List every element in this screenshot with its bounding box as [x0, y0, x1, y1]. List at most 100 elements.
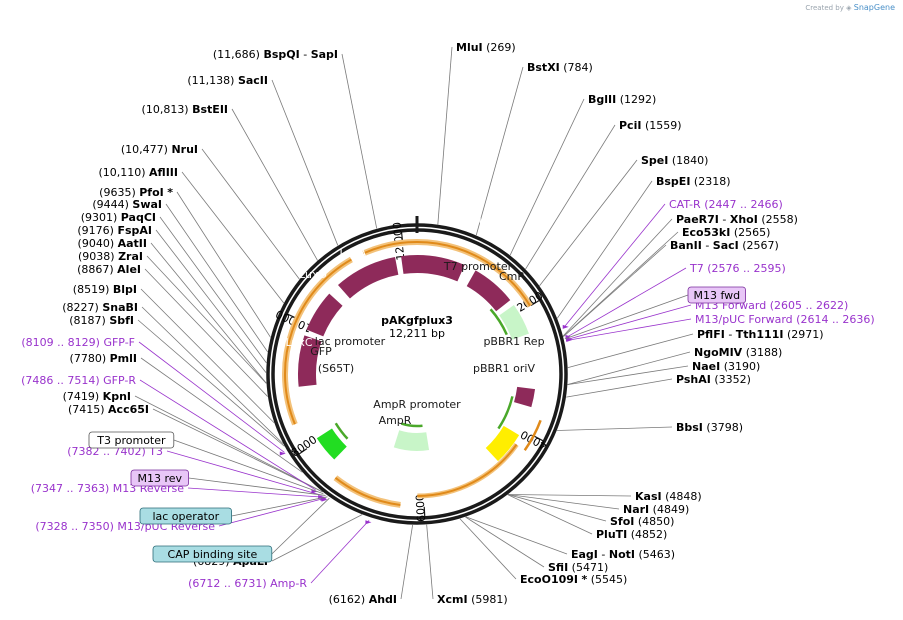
site-leader-line [465, 516, 545, 568]
site-position: (8227) [62, 301, 99, 314]
inner-label-lac-promoter: lac promoter [315, 335, 386, 348]
site-enzyme-name: Eco53kI [682, 226, 730, 239]
site-label-nari: NarI (4849) [623, 503, 689, 516]
site-enzyme-name: AflIII [149, 166, 178, 179]
primer-leader-line [166, 450, 323, 496]
feature-box-m13-fwd [687, 286, 746, 304]
leader-lines-layer [134, 46, 694, 600]
inner-label-luxc: LuxC [285, 336, 312, 349]
site-label-acc65i: (7415) Acc65I [68, 403, 149, 416]
inner-label-pbbr1-rep: pBBR1 Rep [483, 335, 544, 348]
site-enzyme-name: XcmI [437, 593, 468, 606]
primer-name: GFP-F [103, 336, 135, 349]
site-enzyme-name: PflFI [697, 328, 725, 341]
primer-marker-icon [566, 337, 573, 342]
primer-range: (7328 .. 7350) [35, 520, 114, 533]
site-enzyme-name: FspAI [117, 224, 152, 237]
site-enzyme-name: SwaI [132, 198, 162, 211]
feature-pbbr1-rep [513, 386, 536, 408]
site-leader-line [567, 365, 689, 386]
site-position: (5981) [471, 593, 508, 606]
feature-luxc [298, 335, 322, 387]
site-label-paer7i: PaeR7I - XhoI (2558) [676, 213, 798, 226]
scale-tick [423, 506, 426, 518]
primer-leader-line [566, 304, 692, 340]
feature-box-label: lac operator [152, 510, 219, 523]
site-enzyme-extra: Tth111I [736, 328, 784, 341]
site-position: (1292) [620, 93, 657, 106]
primer-leader-line [567, 318, 692, 341]
feature-box-label: T3 promoter [96, 434, 166, 447]
site-enzyme-name: NgoMIV [694, 346, 743, 359]
site-leader-line [159, 216, 267, 364]
site-label-pflfi: PflFI - Tth111I (2971) [697, 328, 824, 341]
site-position: (3798) [706, 421, 743, 434]
site-enzyme-extra: SapI [311, 48, 338, 61]
primer-name: Amp-R [270, 577, 307, 590]
site-position: (7780) [70, 352, 107, 365]
site-leader-line [144, 268, 268, 397]
site-enzyme-name: BanII [670, 239, 702, 252]
site-enzyme-name: SfoI [610, 515, 634, 528]
site-leader-line [509, 98, 585, 256]
site-label-snabi: (8227) SnaBI [62, 301, 138, 314]
site-enzyme-name: AatII [118, 237, 147, 250]
promoter-track-line [417, 443, 518, 497]
primer-marker-icon [365, 520, 372, 525]
site-leader-line [459, 518, 517, 580]
feature-layer [282, 239, 542, 508]
site-label-ecoo109i: EcoO109I * (5545) [520, 573, 627, 586]
site-leader-line [539, 159, 638, 287]
primer-leader-line [139, 379, 316, 491]
primer-leader-line [138, 341, 285, 453]
site-leader-line [176, 191, 271, 338]
site-enzyme-name: SfiI [548, 561, 568, 574]
site-enzyme-extra: XhoI [730, 213, 758, 226]
inner-label-t7-promoter: T7 promoter [443, 260, 513, 273]
primer-leader-line [310, 520, 370, 584]
box-leader-line [188, 477, 326, 496]
site-position: (10,813) [142, 103, 189, 116]
primer-name: CAT-R [669, 198, 701, 211]
site-position: (4848) [665, 490, 702, 503]
inner-label-luxb: LuxB [403, 203, 430, 216]
site-leader-line [557, 426, 673, 431]
snapgene-credit: Created by ◈ SnapGene [805, 3, 895, 12]
credit-prefix: Created by [805, 4, 844, 12]
feature-gfp-s65t [316, 428, 347, 460]
site-leader-line [134, 395, 323, 493]
feature-luxb [401, 255, 465, 282]
site-label-paqci: (9301) PaqCI [81, 211, 156, 224]
site-position: (2318) [694, 175, 731, 188]
site-leader-line [271, 79, 339, 246]
primer-name: M13/pUC Forward [695, 313, 793, 326]
site-position: (5471) [572, 561, 609, 574]
site-leader-line [525, 124, 616, 270]
site-leader-line [181, 171, 285, 304]
site-enzyme-name: Acc65I [108, 403, 149, 416]
promoter-track-line [363, 241, 531, 307]
inner-label-cmr: CmR [499, 270, 525, 283]
primer-range: (2576 .. 2595) [707, 262, 786, 275]
site-leader-line [566, 378, 673, 398]
site-enzyme-name: AhdI [369, 593, 397, 606]
site-label-eagi: EagI - NotI (5463) [571, 548, 675, 561]
primer-range: (8109 .. 8129) [21, 336, 100, 349]
direction-arrow [334, 422, 349, 440]
site-label-fspai: (9176) FspAI [77, 224, 152, 237]
primer-label-m13-puc-forward: M13/pUC Forward (2614 .. 2636) [695, 313, 875, 326]
promoter-track-line [523, 419, 542, 451]
site-label-bspei: BspEI (2318) [656, 175, 731, 188]
site-label-bglii: BglII (1292) [588, 93, 656, 106]
site-position: (9444) [92, 198, 129, 211]
site-label-spei: SpeI (1840) [641, 154, 708, 167]
site-position: (2565) [734, 226, 771, 239]
site-label-kpni: (7419) KpnI [63, 390, 131, 403]
plasmid-size: 12,211 bp [389, 327, 445, 340]
site-label-ahdi: (6162) AhdI [329, 593, 397, 606]
primer-label-gfp-r: (7486 .. 7514) GFP-R [21, 374, 136, 387]
site-enzyme-name: BglII [588, 93, 616, 106]
site-enzyme-name: NaeI [692, 360, 720, 373]
